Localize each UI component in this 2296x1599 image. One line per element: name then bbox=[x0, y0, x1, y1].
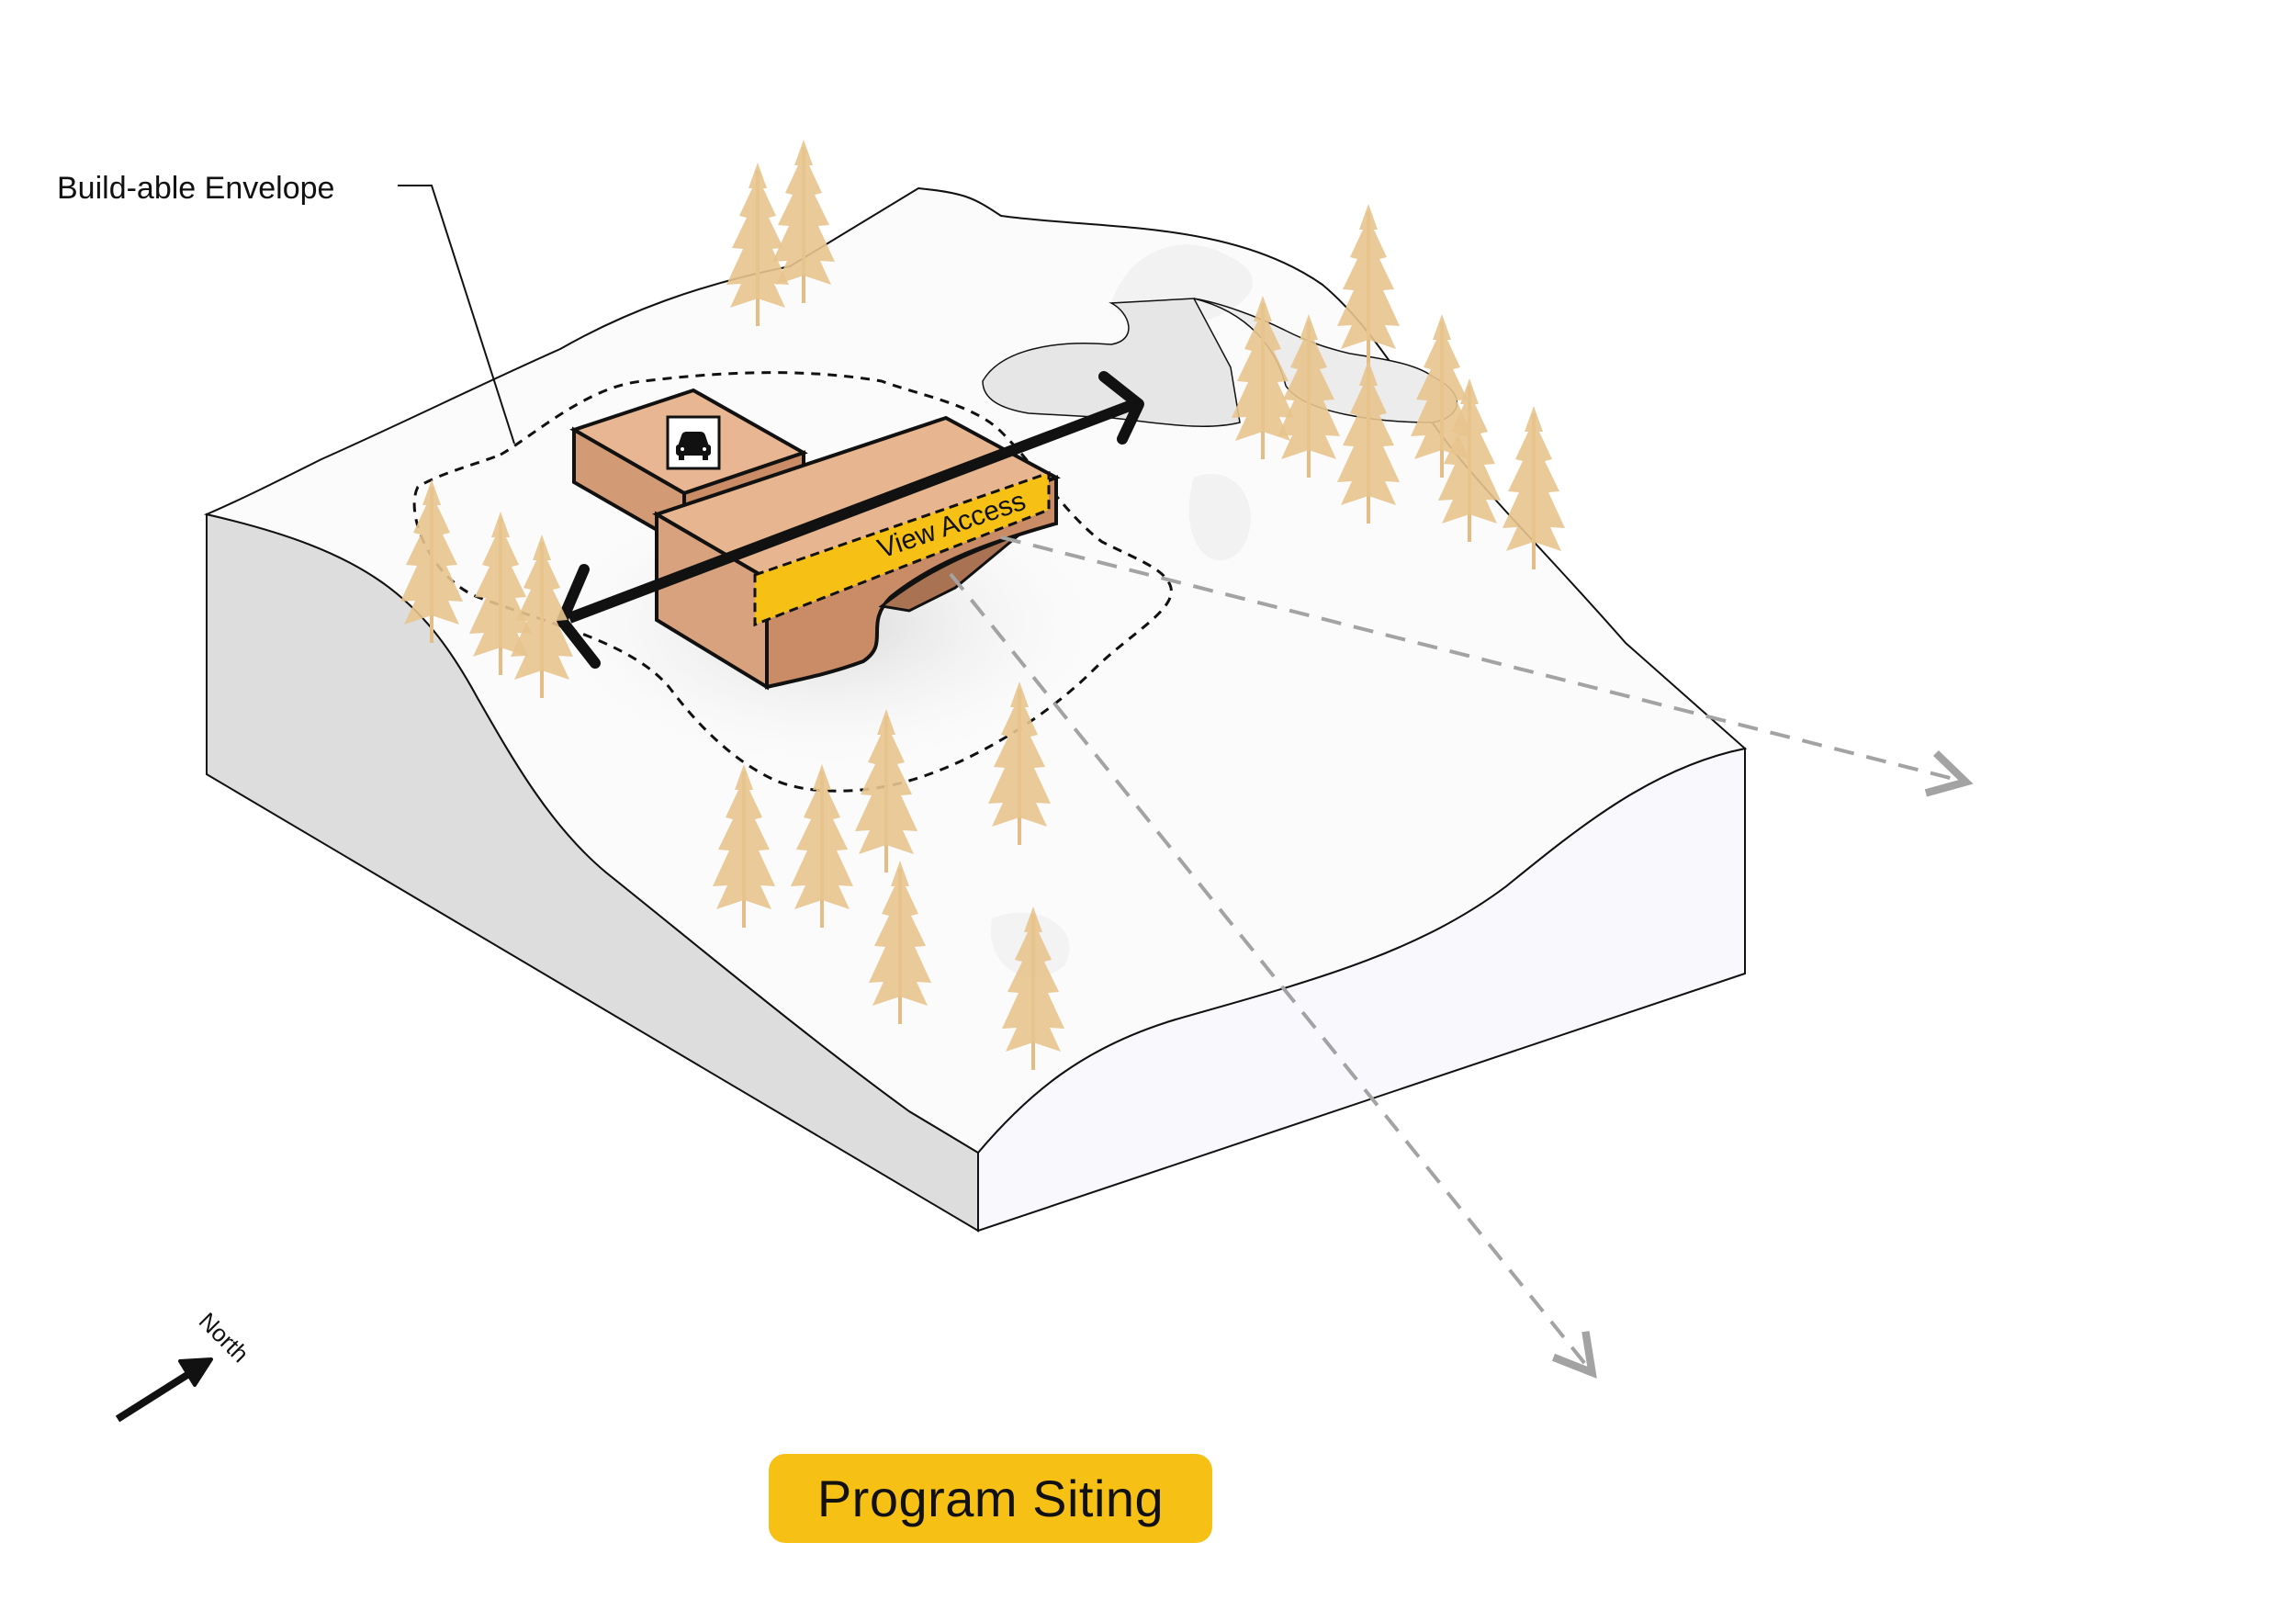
arrow-icon bbox=[178, 1357, 213, 1387]
envelope-leader bbox=[398, 185, 515, 445]
north-arrow: North bbox=[115, 1307, 254, 1423]
axis-arrow bbox=[557, 371, 1144, 669]
buildable-envelope bbox=[412, 371, 1173, 793]
view-access-band bbox=[753, 470, 1051, 627]
envelope-label: Build-able Envelope bbox=[57, 171, 334, 206]
title-badge: Program Siting bbox=[769, 1454, 1212, 1543]
view-line-south bbox=[949, 572, 1597, 1379]
diagram-title: Program Siting bbox=[816, 1470, 1165, 1527]
car-icon bbox=[666, 415, 721, 470]
